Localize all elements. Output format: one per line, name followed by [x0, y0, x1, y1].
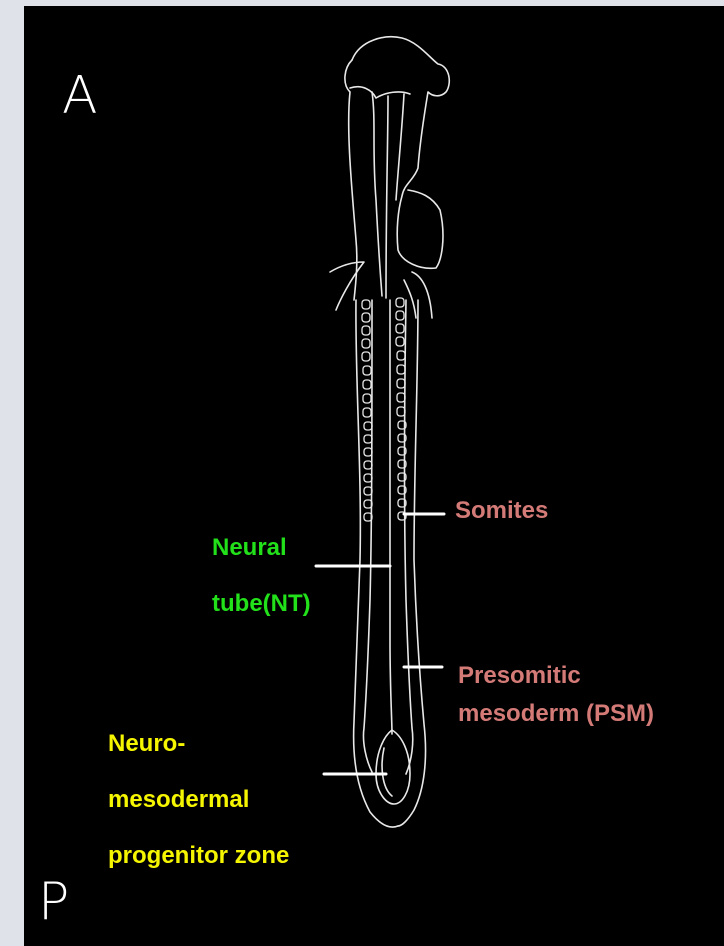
embryo-forebrain-lobe	[350, 87, 410, 98]
embryo-nt-line	[390, 300, 392, 734]
anterior-label: A	[62, 70, 98, 122]
nmp-label-line-2: mesodermal	[108, 786, 249, 815]
embryo-head-inner-2	[396, 94, 404, 200]
diagram-panel: A P Somites Neural tube(NT) Presomitic m…	[24, 6, 724, 946]
psm-label-line-2: mesoderm (PSM)	[458, 700, 654, 729]
nmp-label-line-1: Neuro-	[108, 730, 185, 759]
somites-left	[362, 300, 372, 521]
embryo-trunk-left	[354, 300, 398, 827]
nmp-label-line-3: progenitor zone	[108, 842, 289, 871]
embryo-head-inner-1	[372, 92, 382, 296]
nmp-zone-outline	[376, 730, 410, 804]
neural-tube-label-line-2: tube(NT)	[212, 590, 311, 619]
somites-right	[396, 298, 406, 520]
somites-label: Somites	[455, 497, 548, 526]
embryo-head-outline	[352, 37, 449, 268]
posterior-label: P	[38, 876, 69, 928]
embryo-inner-right	[405, 300, 413, 774]
embryo-head-inner-3	[386, 96, 388, 298]
neural-tube-label-line-1: Neural	[212, 534, 287, 563]
nmp-zone-inner	[382, 748, 392, 796]
psm-label-line-1: Presomitic	[458, 662, 581, 691]
embryo-branch-left	[330, 262, 364, 310]
